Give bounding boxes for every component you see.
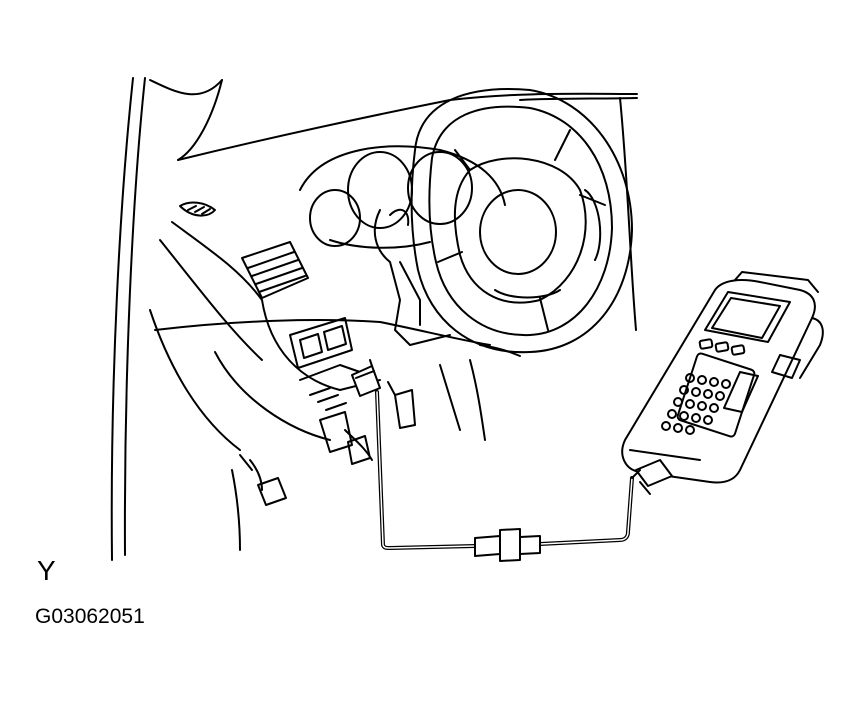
steering-wheel [412, 89, 632, 352]
pedals [232, 382, 415, 550]
lower-dashboard [215, 300, 520, 440]
a-pillar [112, 78, 222, 560]
steering-column [375, 210, 450, 345]
dlc3-connector [352, 360, 380, 396]
switch-panel [290, 318, 352, 368]
diagnostic-cable [377, 392, 632, 561]
figure-code: G03062051 [35, 605, 145, 628]
defroster-vent [180, 203, 215, 216]
instrument-cluster [300, 146, 505, 247]
hand-held-tester [622, 272, 823, 494]
air-vent [242, 242, 308, 298]
view-letter: Y [37, 555, 56, 586]
dashboard-top [150, 94, 637, 450]
